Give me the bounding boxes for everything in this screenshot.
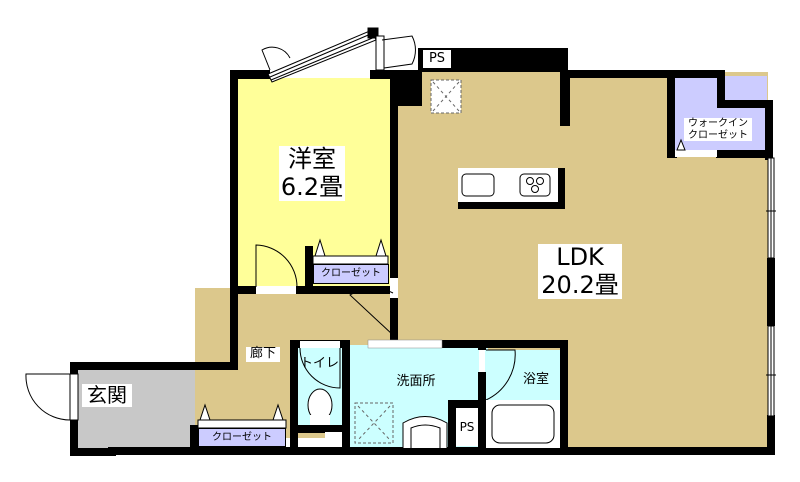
ps-bottom-label: PS — [456, 408, 478, 446]
western-closet-label: クローゼット — [313, 264, 389, 284]
washroom-label: 洗面所 — [396, 374, 436, 389]
walk-in-closet-label: ウォークイン クローゼット — [684, 118, 752, 141]
western-room-size: 6.2畳 — [280, 172, 344, 201]
ldk-label: LDK 20.2畳 — [538, 243, 622, 300]
entrance-floor — [77, 370, 195, 450]
western-room-label: 洋室 6.2畳 — [279, 145, 345, 202]
walk-in-closet-line1: ウォークイン — [688, 118, 748, 129]
hallway-closet-label: クローゼット — [198, 428, 286, 447]
ldk-size: 20.2畳 — [541, 270, 619, 299]
entrance-label: 玄関 — [82, 384, 132, 407]
walk-in-closet-line2: クローゼット — [688, 129, 748, 141]
bathroom-label: 浴室 — [522, 372, 549, 387]
western-room-name: 洋室 — [288, 145, 336, 173]
hallway-label: 廊下 — [246, 346, 280, 362]
ldk-name: LDK — [556, 243, 604, 271]
ps-top-label: PS — [423, 50, 451, 68]
toilet-label: トイレ — [300, 356, 340, 371]
